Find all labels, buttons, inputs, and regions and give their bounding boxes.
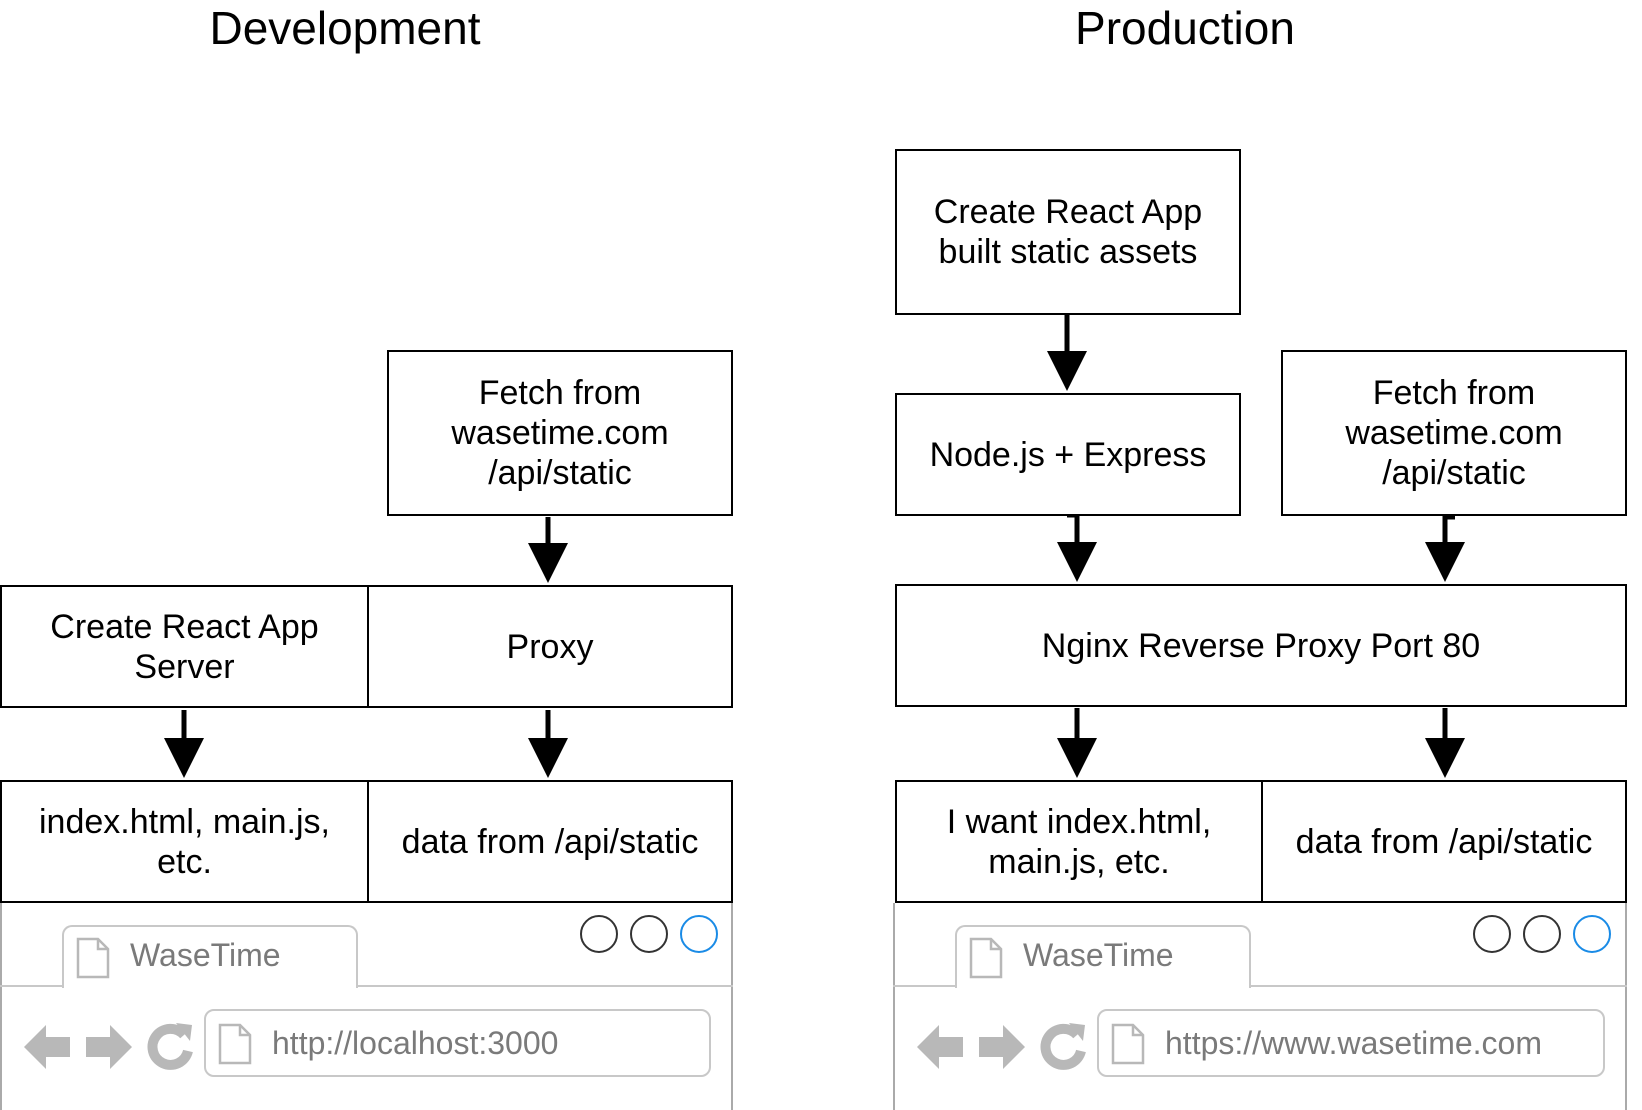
prod-nginx-label: Nginx Reverse Proxy Port 80 [1041,626,1481,665]
dev-proxy-box: Proxy [367,585,733,708]
window-circle-icon[interactable] [1523,915,1561,953]
arrow-node-to-nginx [1057,512,1097,582]
prod-browser-mockup: WaseTime https://www.wasetime.com [893,903,1627,1110]
dev-url-bar[interactable]: http://localhost:3000 [204,1009,711,1077]
prod-tab-title: WaseTime [1023,937,1174,973]
page-icon [218,1023,252,1065]
prod-data-box: data from /api/static [1261,780,1627,903]
page-icon [76,937,110,979]
prod-node-label: Node.js + Express [929,435,1207,474]
reload-icon[interactable] [146,1021,194,1071]
prod-cra-assets-label: Create React App built static assets [933,193,1203,271]
dev-tab-title: WaseTime [130,937,281,973]
prod-data-label: data from /api/static [1295,822,1593,861]
prod-fetch-box: Fetch from wasetime.com /api/static [1281,350,1627,516]
forward-arrow-icon[interactable] [84,1023,134,1071]
prod-browser-chrome [893,985,1627,987]
forward-arrow-icon[interactable] [977,1023,1027,1071]
back-arrow-icon[interactable] [22,1023,72,1071]
prod-index-label: I want index.html, main.js, etc. [946,802,1212,881]
arrow-fetch-to-nginx [1425,514,1465,582]
prod-browser-tab[interactable]: WaseTime [955,925,1251,988]
window-circle-icon[interactable] [1473,915,1511,953]
window-circle-active-icon[interactable] [680,915,718,953]
dev-cra-server-box: Create React App Server [0,585,369,708]
prod-title: Production [1075,2,1295,54]
dev-index-box: index.html, main.js, etc. [0,780,369,903]
dev-url-text: http://localhost:3000 [272,1025,559,1061]
dev-browser-chrome [0,985,733,987]
dev-proxy-label: Proxy [506,627,594,666]
window-circle-icon[interactable] [630,915,668,953]
prod-nginx-box: Nginx Reverse Proxy Port 80 [895,584,1627,707]
dev-fetch-label: Fetch from wasetime.com /api/static [451,374,669,492]
dev-index-label: index.html, main.js, etc. [39,802,330,881]
page-icon [969,937,1003,979]
reload-icon[interactable] [1039,1021,1087,1071]
dev-browser-tab[interactable]: WaseTime [62,925,358,988]
prod-url-text: https://www.wasetime.com [1165,1025,1542,1061]
dev-data-box: data from /api/static [367,780,733,903]
prod-node-box: Node.js + Express [895,393,1241,516]
page-icon [1111,1023,1145,1065]
dev-browser-mockup: WaseTime http://localhost:3000 [0,903,733,1110]
back-arrow-icon[interactable] [915,1023,965,1071]
prod-fetch-label: Fetch from wasetime.com /api/static [1345,374,1563,492]
prod-url-bar[interactable]: https://www.wasetime.com [1097,1009,1605,1077]
window-circle-active-icon[interactable] [1573,915,1611,953]
dev-fetch-box: Fetch from wasetime.com /api/static [387,350,733,516]
prod-index-box: I want index.html, main.js, etc. [895,780,1263,903]
prod-cra-assets-box: Create React App built static assets [895,149,1241,315]
dev-title: Development [209,2,481,54]
dev-cra-server-label: Create React App Server [50,607,319,686]
window-circle-icon[interactable] [580,915,618,953]
dev-data-label: data from /api/static [401,822,699,861]
